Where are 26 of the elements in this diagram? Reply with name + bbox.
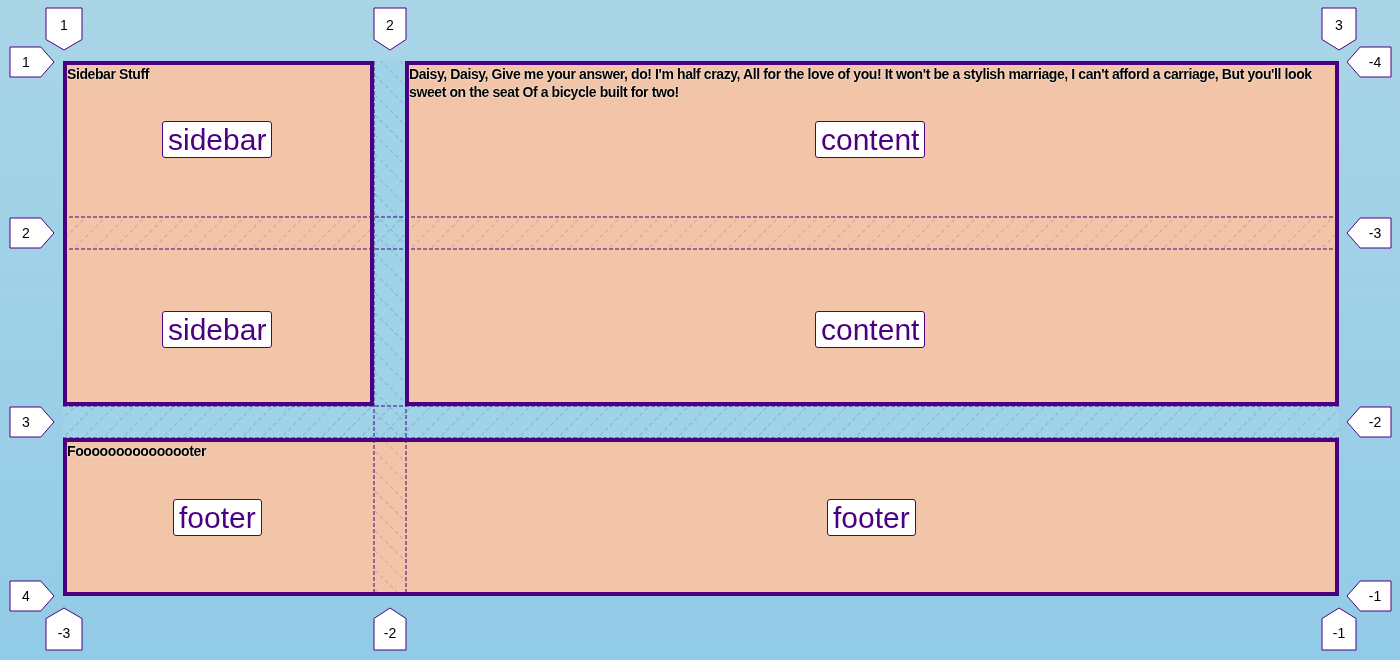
grid-item-box: [405, 61, 1339, 406]
grid-line-number-tag: 4: [10, 581, 54, 611]
grid-area-name-tag: sidebar: [162, 121, 273, 158]
item-text: Sidebar Stuff: [67, 65, 151, 83]
item-text: Fooooooooooooooter: [67, 442, 208, 460]
grid-area-name-tag: sidebar: [162, 311, 273, 348]
grid-line-number-tag: -4: [1347, 47, 1391, 77]
grid-line-number-tag: 3: [10, 407, 54, 437]
grid-line-number-tag: 3: [1322, 8, 1356, 50]
grid-line-number-tag: -2: [374, 608, 406, 650]
grid-line-number-tag: -1: [1347, 581, 1391, 611]
grid-area-name-tag: footer: [173, 499, 262, 536]
grid-line-number-tag: 1: [46, 8, 82, 50]
item-text: Daisy, Daisy, Give me your answer, do! I'm half crazy, All for the love of you! It won't be a stylish marriage, I can't afford a carriage, But you'll look sweet on the seat Of a bicycle built for two!: [409, 65, 1313, 101]
grid-line-number-tag: -2: [1347, 407, 1391, 437]
grid-area-name-tag: footer: [827, 499, 916, 536]
grid-item-box: [63, 438, 1339, 596]
grid-line-number-tag: -3: [46, 608, 82, 650]
grid-line-number-tag: -1: [1322, 608, 1356, 650]
grid-area-name-tag: content: [815, 121, 926, 158]
grid-line-number-tag: 2: [374, 8, 406, 50]
grid-area-name-tag: content: [815, 311, 926, 348]
grid-line-number-tag: 1: [10, 47, 54, 77]
grid-line-number-tag: -3: [1347, 218, 1391, 248]
grid-item-box: [63, 61, 374, 406]
grid-line-number-tag: 2: [10, 218, 54, 248]
